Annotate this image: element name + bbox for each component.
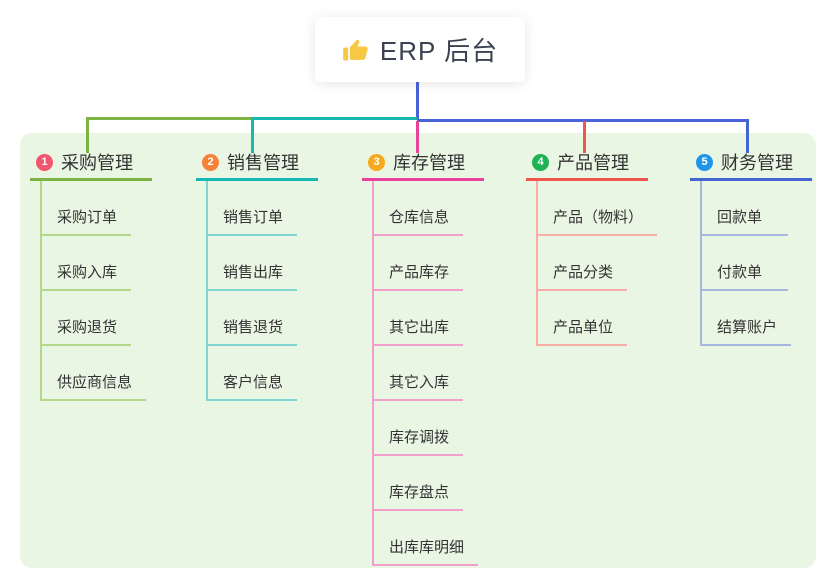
branch-number-badge: 2 (202, 153, 219, 171)
branch-product: 4 产品管理 产品（物料） 产品分类 产品单位 (526, 148, 658, 346)
child-node[interactable]: 销售订单 (208, 181, 298, 236)
branch-children: 销售订单 销售出库 销售退货 客户信息 (206, 181, 318, 401)
child-node[interactable]: 库存盘点 (374, 456, 464, 511)
trunk-vertical-line (416, 80, 419, 119)
branch-node-sales[interactable]: 2 销售管理 (196, 148, 318, 181)
root-title: ERP 后台 (379, 36, 499, 66)
drop-line-branch3 (416, 121, 419, 153)
child-node[interactable]: 库存调拨 (374, 401, 464, 456)
branch-children: 采购订单 采购入库 采购退货 供应商信息 (40, 181, 152, 401)
child-node[interactable]: 采购订单 (42, 181, 132, 236)
branch-number-badge: 5 (696, 153, 713, 171)
branch-node-product[interactable]: 4 产品管理 (526, 148, 648, 181)
branch-number-badge: 4 (532, 153, 549, 171)
child-node[interactable]: 产品库存 (374, 236, 464, 291)
branch-children: 仓库信息 产品库存 其它出库 其它入库 库存调拨 库存盘点 出库库明细 (372, 181, 484, 566)
child-node[interactable]: 产品单位 (538, 291, 628, 346)
child-node[interactable]: 供应商信息 (42, 346, 147, 401)
drop-line-branch5 (746, 121, 749, 153)
child-node[interactable]: 回款单 (702, 181, 788, 236)
drop-line-branch1 (86, 117, 89, 153)
mindmap-panel (20, 133, 816, 568)
child-node[interactable]: 结算账户 (702, 291, 792, 346)
child-node[interactable]: 采购入库 (42, 236, 132, 291)
branch-children: 产品（物料） 产品分类 产品单位 (536, 181, 658, 346)
branch-node-inventory[interactable]: 3 库存管理 (362, 148, 484, 181)
branch-number-badge: 1 (36, 153, 53, 171)
child-node[interactable]: 采购退货 (42, 291, 132, 346)
drop-line-branch2 (251, 117, 254, 153)
branch-node-purchase[interactable]: 1 采购管理 (30, 148, 152, 181)
child-node[interactable]: 产品（物料） (538, 181, 658, 236)
branch-label: 库存管理 (393, 153, 465, 173)
bus-segment-right (417, 119, 749, 122)
branch-purchase: 1 采购管理 采购订单 采购入库 采购退货 供应商信息 (30, 148, 152, 401)
branch-label: 产品管理 (557, 153, 629, 173)
child-node[interactable]: 销售出库 (208, 236, 298, 291)
child-node[interactable]: 产品分类 (538, 236, 628, 291)
child-node[interactable]: 其它出库 (374, 291, 464, 346)
child-node[interactable]: 付款单 (702, 236, 788, 291)
branch-children: 回款单 付款单 结算账户 (700, 181, 812, 346)
child-node[interactable]: 仓库信息 (374, 181, 464, 236)
branch-finance: 5 财务管理 回款单 付款单 结算账户 (690, 148, 812, 346)
branch-label: 采购管理 (61, 153, 133, 173)
branch-label: 销售管理 (227, 153, 299, 173)
child-node[interactable]: 其它入库 (374, 346, 464, 401)
child-node[interactable]: 销售退货 (208, 291, 298, 346)
root-node-erp[interactable]: ERP 后台 (315, 17, 525, 82)
branch-label: 财务管理 (721, 153, 793, 173)
child-node[interactable]: 客户信息 (208, 346, 298, 401)
branch-node-finance[interactable]: 5 财务管理 (690, 148, 812, 181)
branch-sales: 2 销售管理 销售订单 销售出库 销售退货 客户信息 (196, 148, 318, 401)
bus-segment-branch1 (86, 117, 253, 120)
branch-inventory: 3 库存管理 仓库信息 产品库存 其它出库 其它入库 库存调拨 库存盘点 出库库… (362, 148, 484, 566)
drop-line-branch4 (583, 121, 586, 153)
thumbs-up-icon (342, 36, 370, 64)
child-node[interactable]: 出库库明细 (374, 511, 479, 566)
branch-number-badge: 3 (368, 153, 385, 171)
bus-segment-branch2 (253, 117, 417, 120)
